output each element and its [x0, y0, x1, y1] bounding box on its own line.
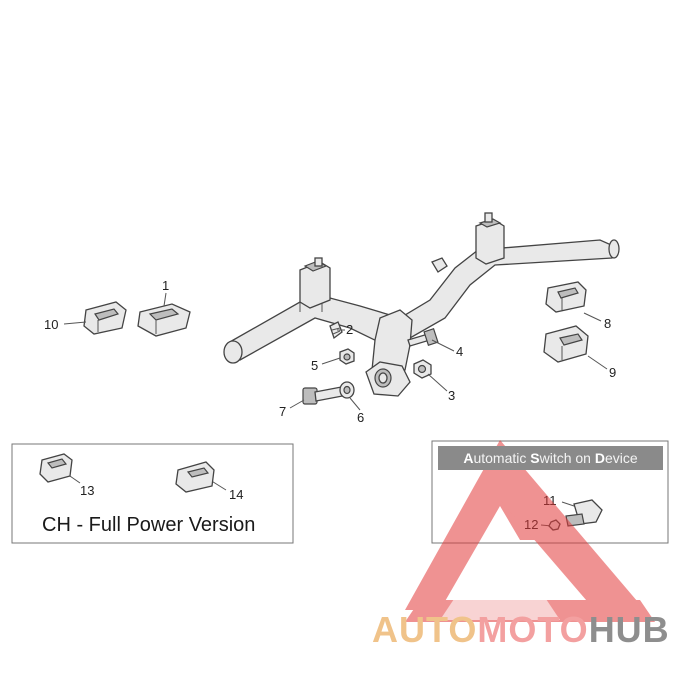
- part-9-switch: [543, 325, 589, 363]
- part-1-switch: [137, 303, 191, 337]
- callout-13: 13: [80, 483, 94, 498]
- callout-6: 6: [357, 410, 364, 425]
- callout-10: 10: [44, 317, 58, 332]
- left-mount-block: [299, 257, 331, 309]
- callout-1: 1: [162, 278, 169, 293]
- ch-version-caption: CH - Full Power Version: [42, 514, 256, 536]
- callout-14: 14: [229, 487, 243, 502]
- handlebar: [223, 239, 620, 364]
- part-10-switch: [83, 301, 127, 335]
- part-3-nut: [413, 359, 432, 379]
- brand-part-hub: HUB: [588, 609, 670, 650]
- part-8-switch: [545, 281, 587, 313]
- header-part-2: utomatic: [473, 450, 531, 466]
- center-clamp: [365, 309, 413, 397]
- part-13-switch: [39, 453, 73, 483]
- callout-2: 2: [346, 322, 353, 337]
- part-2-spring: [329, 321, 343, 340]
- header-part-3: S: [530, 450, 540, 466]
- header-part-1: A: [463, 450, 474, 466]
- header-part-6: evice: [604, 450, 638, 466]
- watermark-brand: AUTOMOTOHUB: [372, 612, 670, 648]
- part-6-washer: [339, 381, 355, 399]
- callout-7: 7: [279, 404, 286, 419]
- leader-lines: [63, 292, 608, 527]
- callout-4: 4: [456, 344, 463, 359]
- brand-part-auto: AUTO: [372, 609, 478, 650]
- callout-9: 9: [609, 365, 616, 380]
- callout-8: 8: [604, 316, 611, 331]
- watermark-logo: [405, 440, 655, 622]
- callout-3: 3: [448, 388, 455, 403]
- ch-version-box: [11, 443, 294, 544]
- right-mount-block: [475, 212, 505, 265]
- callout-5: 5: [311, 358, 318, 373]
- auto-switch-header: Automatic Switch on Device: [438, 446, 663, 470]
- header-part-5: D: [594, 450, 605, 466]
- bracket-tab: [431, 257, 448, 273]
- part-11-switch: [565, 499, 603, 527]
- brand-part-moto: MOTO: [477, 609, 589, 650]
- part-5-nut: [339, 348, 355, 365]
- header-part-4: witch on: [539, 450, 595, 466]
- part-14-switch: [175, 461, 215, 493]
